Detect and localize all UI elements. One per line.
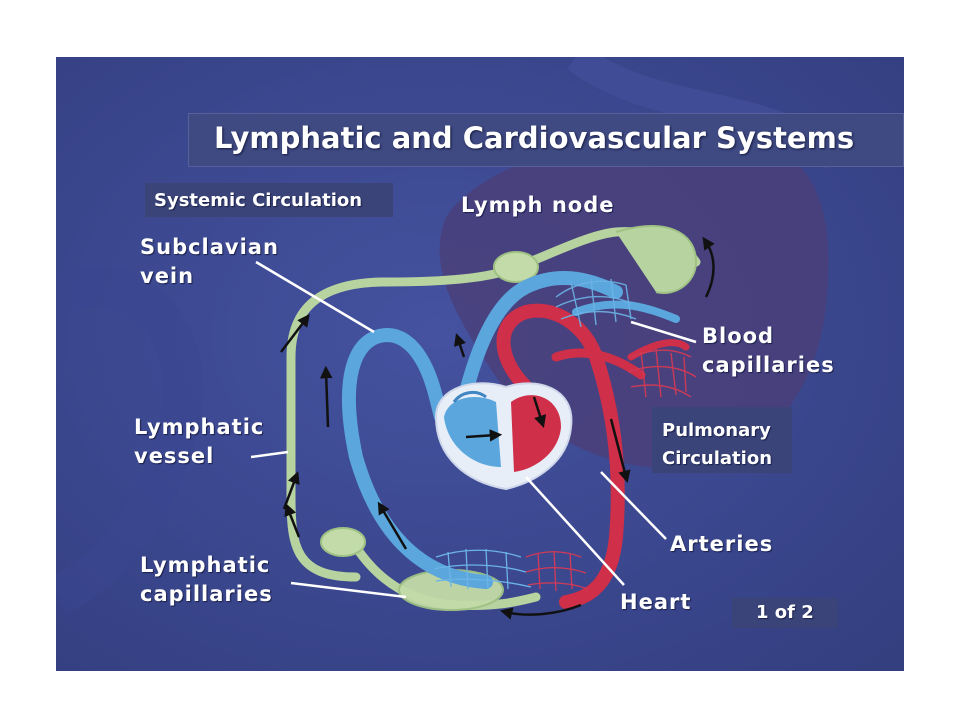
blood-capillaries-label: Blood capillaries	[702, 322, 835, 380]
arteries-label: Arteries	[670, 532, 774, 556]
leader-lines	[250, 260, 697, 599]
title-bar	[188, 113, 904, 167]
label-line: capillaries	[140, 582, 273, 606]
pulmonary-label-line: Circulation	[662, 448, 773, 469]
vein	[572, 300, 680, 323]
artery	[496, 303, 625, 609]
blood-capillary-net-upper	[555, 278, 637, 328]
label-line: vessel	[134, 444, 215, 468]
background-texture	[56, 266, 204, 615]
lymphatic-capillaries-label: Lymphatic capillaries	[140, 551, 273, 609]
lymphatic-vessel-label: Lymphatic vessel	[134, 413, 264, 471]
pulmonary-circulation-label: Pulmonary Circulation	[662, 417, 772, 473]
lymph-vessel-upper-right	[615, 225, 698, 294]
page-indicator: 1 of 2	[756, 602, 814, 623]
vein	[454, 270, 623, 419]
diagram-slide: Lymphatic and Cardiovascular Systems Sys…	[56, 57, 904, 671]
page-indicator-box	[732, 598, 838, 628]
artery-pulmonary	[627, 339, 690, 361]
lymph-node	[320, 527, 366, 557]
diagram-title: Lymphatic and Cardiovascular Systems	[214, 121, 855, 155]
pulmonary-label-line: Pulmonary	[662, 420, 771, 441]
systemic-circulation-label: Systemic Circulation	[154, 190, 363, 211]
lymph-node	[493, 251, 539, 283]
label-line: Lymphatic	[140, 553, 271, 577]
label-line: Blood	[702, 324, 775, 348]
blood-capillary-net-right	[627, 348, 697, 398]
label-line: capillaries	[702, 353, 835, 377]
label-line: Subclavian	[140, 235, 279, 259]
label-line: Lymphatic	[134, 415, 265, 439]
pulmonary-label-box	[652, 407, 792, 473]
lymph-node-label: Lymph node	[461, 193, 615, 217]
systemic-label-box	[145, 183, 393, 217]
blood-capillary-net-lower	[433, 548, 532, 590]
heart-label: Heart	[620, 590, 692, 614]
blood-capillary-net-lower-red	[525, 550, 589, 592]
subclavian-vein-label: Subclavian vein	[140, 233, 279, 291]
label-line: vein	[140, 264, 195, 288]
flow-arrows	[280, 236, 715, 620]
vein	[341, 328, 493, 589]
